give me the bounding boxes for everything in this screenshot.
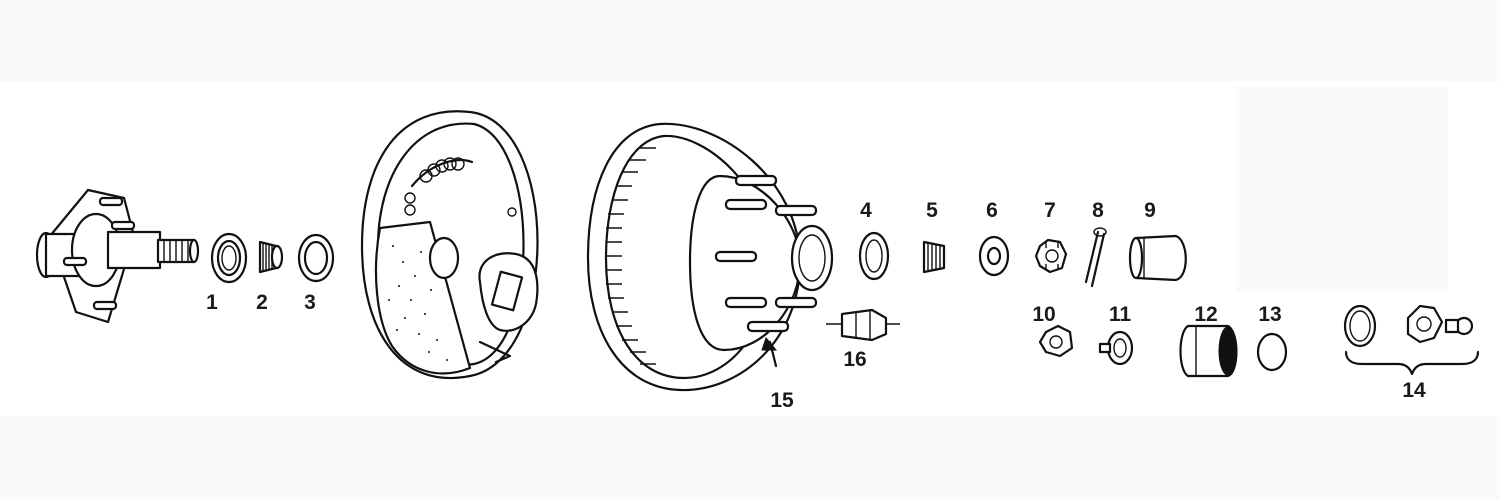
label-10: 10 [1032,303,1055,326]
label-8: 8 [1092,199,1104,222]
bearing-cup-part [210,232,248,284]
label-3: 3 [304,291,316,314]
dust-cap-part [1128,234,1187,282]
leader-arrow-15 [761,336,778,351]
lock-washer-part [1098,330,1134,366]
outer-bearing-cup-part [858,231,890,281]
hex-nut-part [1038,324,1074,358]
label-12: 12 [1194,303,1217,326]
spindle-flange-part [35,188,200,324]
hub-drum-part [586,122,834,392]
grease-seal-part [297,233,335,283]
rubber-plug-part [1256,332,1288,372]
spindle-washer-part [978,235,1010,277]
callout-labels: 1 2 3 4 5 6 7 8 9 10 11 12 13 14 15 16 [206,199,1426,412]
label-5: 5 [926,199,938,222]
lug-nut-part [826,308,900,342]
grease-cap-part [1179,324,1238,378]
bearing-cone-part [258,240,284,274]
label-1: 1 [206,291,218,314]
castle-nut-part [1034,238,1068,274]
outer-bearing-cone-part [922,240,946,274]
cotter-pin-part [1084,227,1107,288]
label-11: 11 [1109,303,1132,326]
corner-panel [1236,86,1448,291]
label-6: 6 [986,199,998,222]
label-15: 15 [770,389,794,412]
label-14: 14 [1402,379,1426,402]
kit-brace [1344,350,1480,376]
label-16: 16 [843,348,866,371]
label-13: 13 [1258,303,1281,326]
label-4: 4 [860,199,872,222]
label-2: 2 [256,291,268,314]
oil-cap-kit-part [1343,304,1474,348]
brake-assembly-part [360,110,539,379]
label-9: 9 [1144,199,1156,222]
label-7: 7 [1044,199,1056,222]
